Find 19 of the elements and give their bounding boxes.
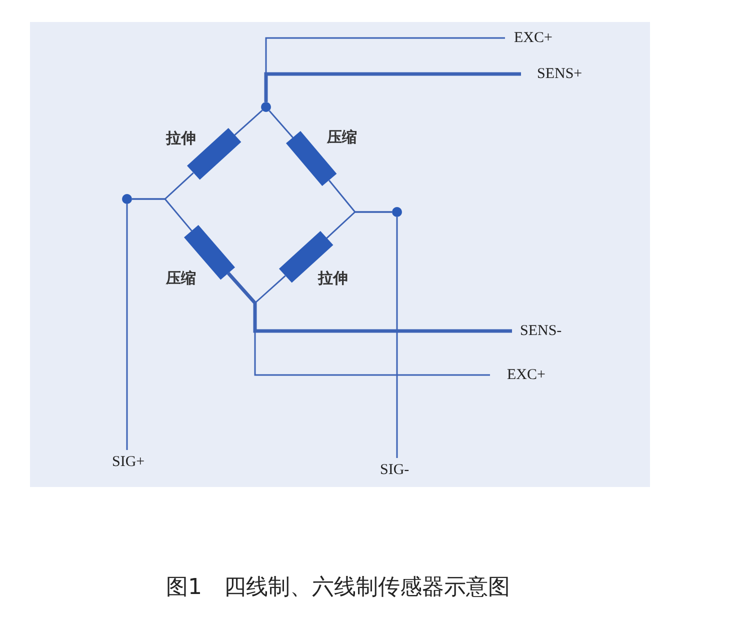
figure-caption: 图1 四线制、六线制传感器示意图 [165, 574, 511, 602]
terminal-label: SENS- [512, 322, 562, 340]
terminal-label: EXC+ [490, 366, 546, 384]
resistor-label: 压缩 [166, 268, 196, 287]
wire [126, 204, 128, 450]
resistor-label: 压缩 [326, 128, 357, 146]
terminal-label: EXC+ [505, 29, 552, 47]
wire [234, 110, 263, 136]
terminal-label: SENS+ [521, 65, 582, 83]
wire [268, 110, 294, 138]
terminal-label: SIG- [380, 461, 410, 479]
wire [132, 198, 192, 232]
wire [326, 211, 392, 239]
resistor-label: 拉伸 [166, 128, 196, 147]
resistor-label: 拉伸 [318, 268, 348, 287]
wire [264, 72, 521, 102]
terminal-label: SIG+ [112, 453, 145, 471]
wire [227, 272, 512, 333]
wire [396, 217, 398, 458]
